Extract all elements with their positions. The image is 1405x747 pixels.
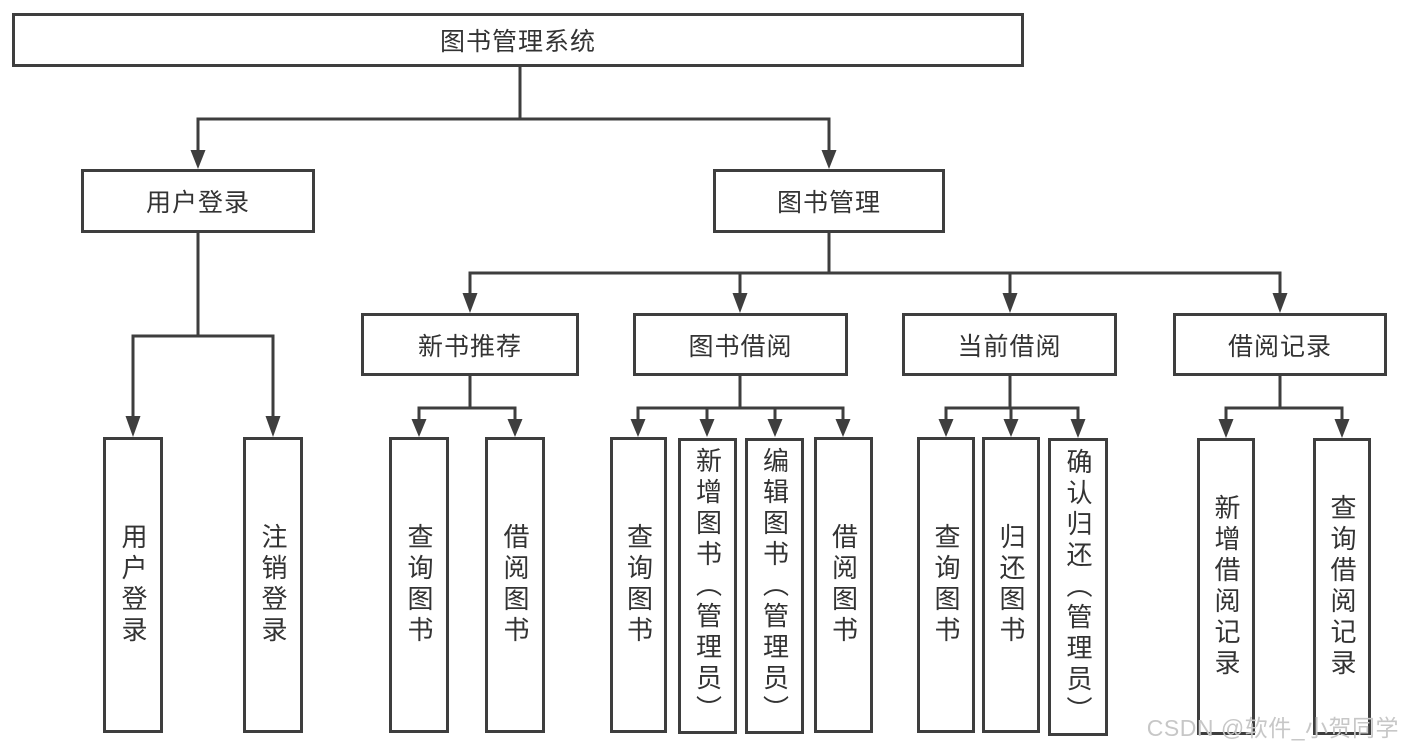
leaf-user-login: 用户登录 [103,437,163,733]
node-label: 查询图书 [623,523,654,647]
connector-user-login-branch [125,233,281,437]
node-label: 查询图书 [931,523,961,647]
connector-book-borrow-branch [630,376,851,437]
connector-book-management-branch [462,233,1288,313]
node-book-borrowing: 图书借阅 [633,313,848,376]
node-borrowing-records: 借阅记录 [1173,313,1387,376]
node-label: 归还图书 [996,523,1026,647]
connector-new-book-branch [411,376,523,437]
node-label: 新书推荐 [417,332,522,361]
leaf-return-books: 归还图书 [982,437,1040,733]
node-label: 查询图书 [404,523,434,647]
node-label: 新增图书（管理员） [692,446,723,726]
connector-root-to-level2 [190,67,837,169]
node-label: 注销登录 [258,523,288,647]
node-label: 图书管理 [776,189,881,217]
leaf-query-books-borrow: 查询图书 [610,437,667,733]
connector-borrow-records-branch [1218,376,1350,438]
node-label: 借阅图书 [500,523,530,647]
leaf-query-books-recommend: 查询图书 [389,437,449,733]
node-label: 当前借阅 [957,332,1062,361]
node-label: 用户登录 [145,189,250,217]
leaf-logout: 注销登录 [243,437,303,733]
node-label: 借阅记录 [1227,332,1332,361]
leaf-edit-books-admin: 编辑图书（管理员） [745,438,804,734]
node-new-book-recommendation: 新书推荐 [361,313,579,376]
node-current-borrowing: 当前借阅 [902,313,1117,376]
leaf-add-books-admin: 新增图书（管理员） [678,438,737,734]
node-user-login: 用户登录 [81,169,315,233]
leaf-query-borrow-record: 查询借阅记录 [1313,438,1371,735]
node-label: 新增借阅记录 [1211,493,1241,680]
node-label: 编辑图书（管理员） [759,446,790,726]
node-label: 用户登录 [118,523,148,647]
csdn-watermark: CSDN @软件_小贺同学 [1146,715,1399,741]
leaf-query-books-current: 查询图书 [917,437,975,733]
connector-current-borrow-branch [938,376,1086,438]
leaf-borrow-books: 借阅图书 [814,437,873,733]
node-label: 借阅图书 [828,523,859,647]
node-label: 查询借阅记录 [1327,493,1357,680]
node-book-management: 图书管理 [713,169,945,233]
node-label: 确认归还（管理员） [1063,447,1093,727]
node-label: 图书管理系统 [439,28,596,56]
leaf-borrow-books-recommend: 借阅图书 [485,437,545,733]
node-book-management-system: 图书管理系统 [12,13,1024,67]
leaf-confirm-return-admin: 确认归还（管理员） [1048,438,1108,736]
leaf-add-borrow-record: 新增借阅记录 [1197,438,1255,735]
node-label: 图书借阅 [688,332,793,361]
